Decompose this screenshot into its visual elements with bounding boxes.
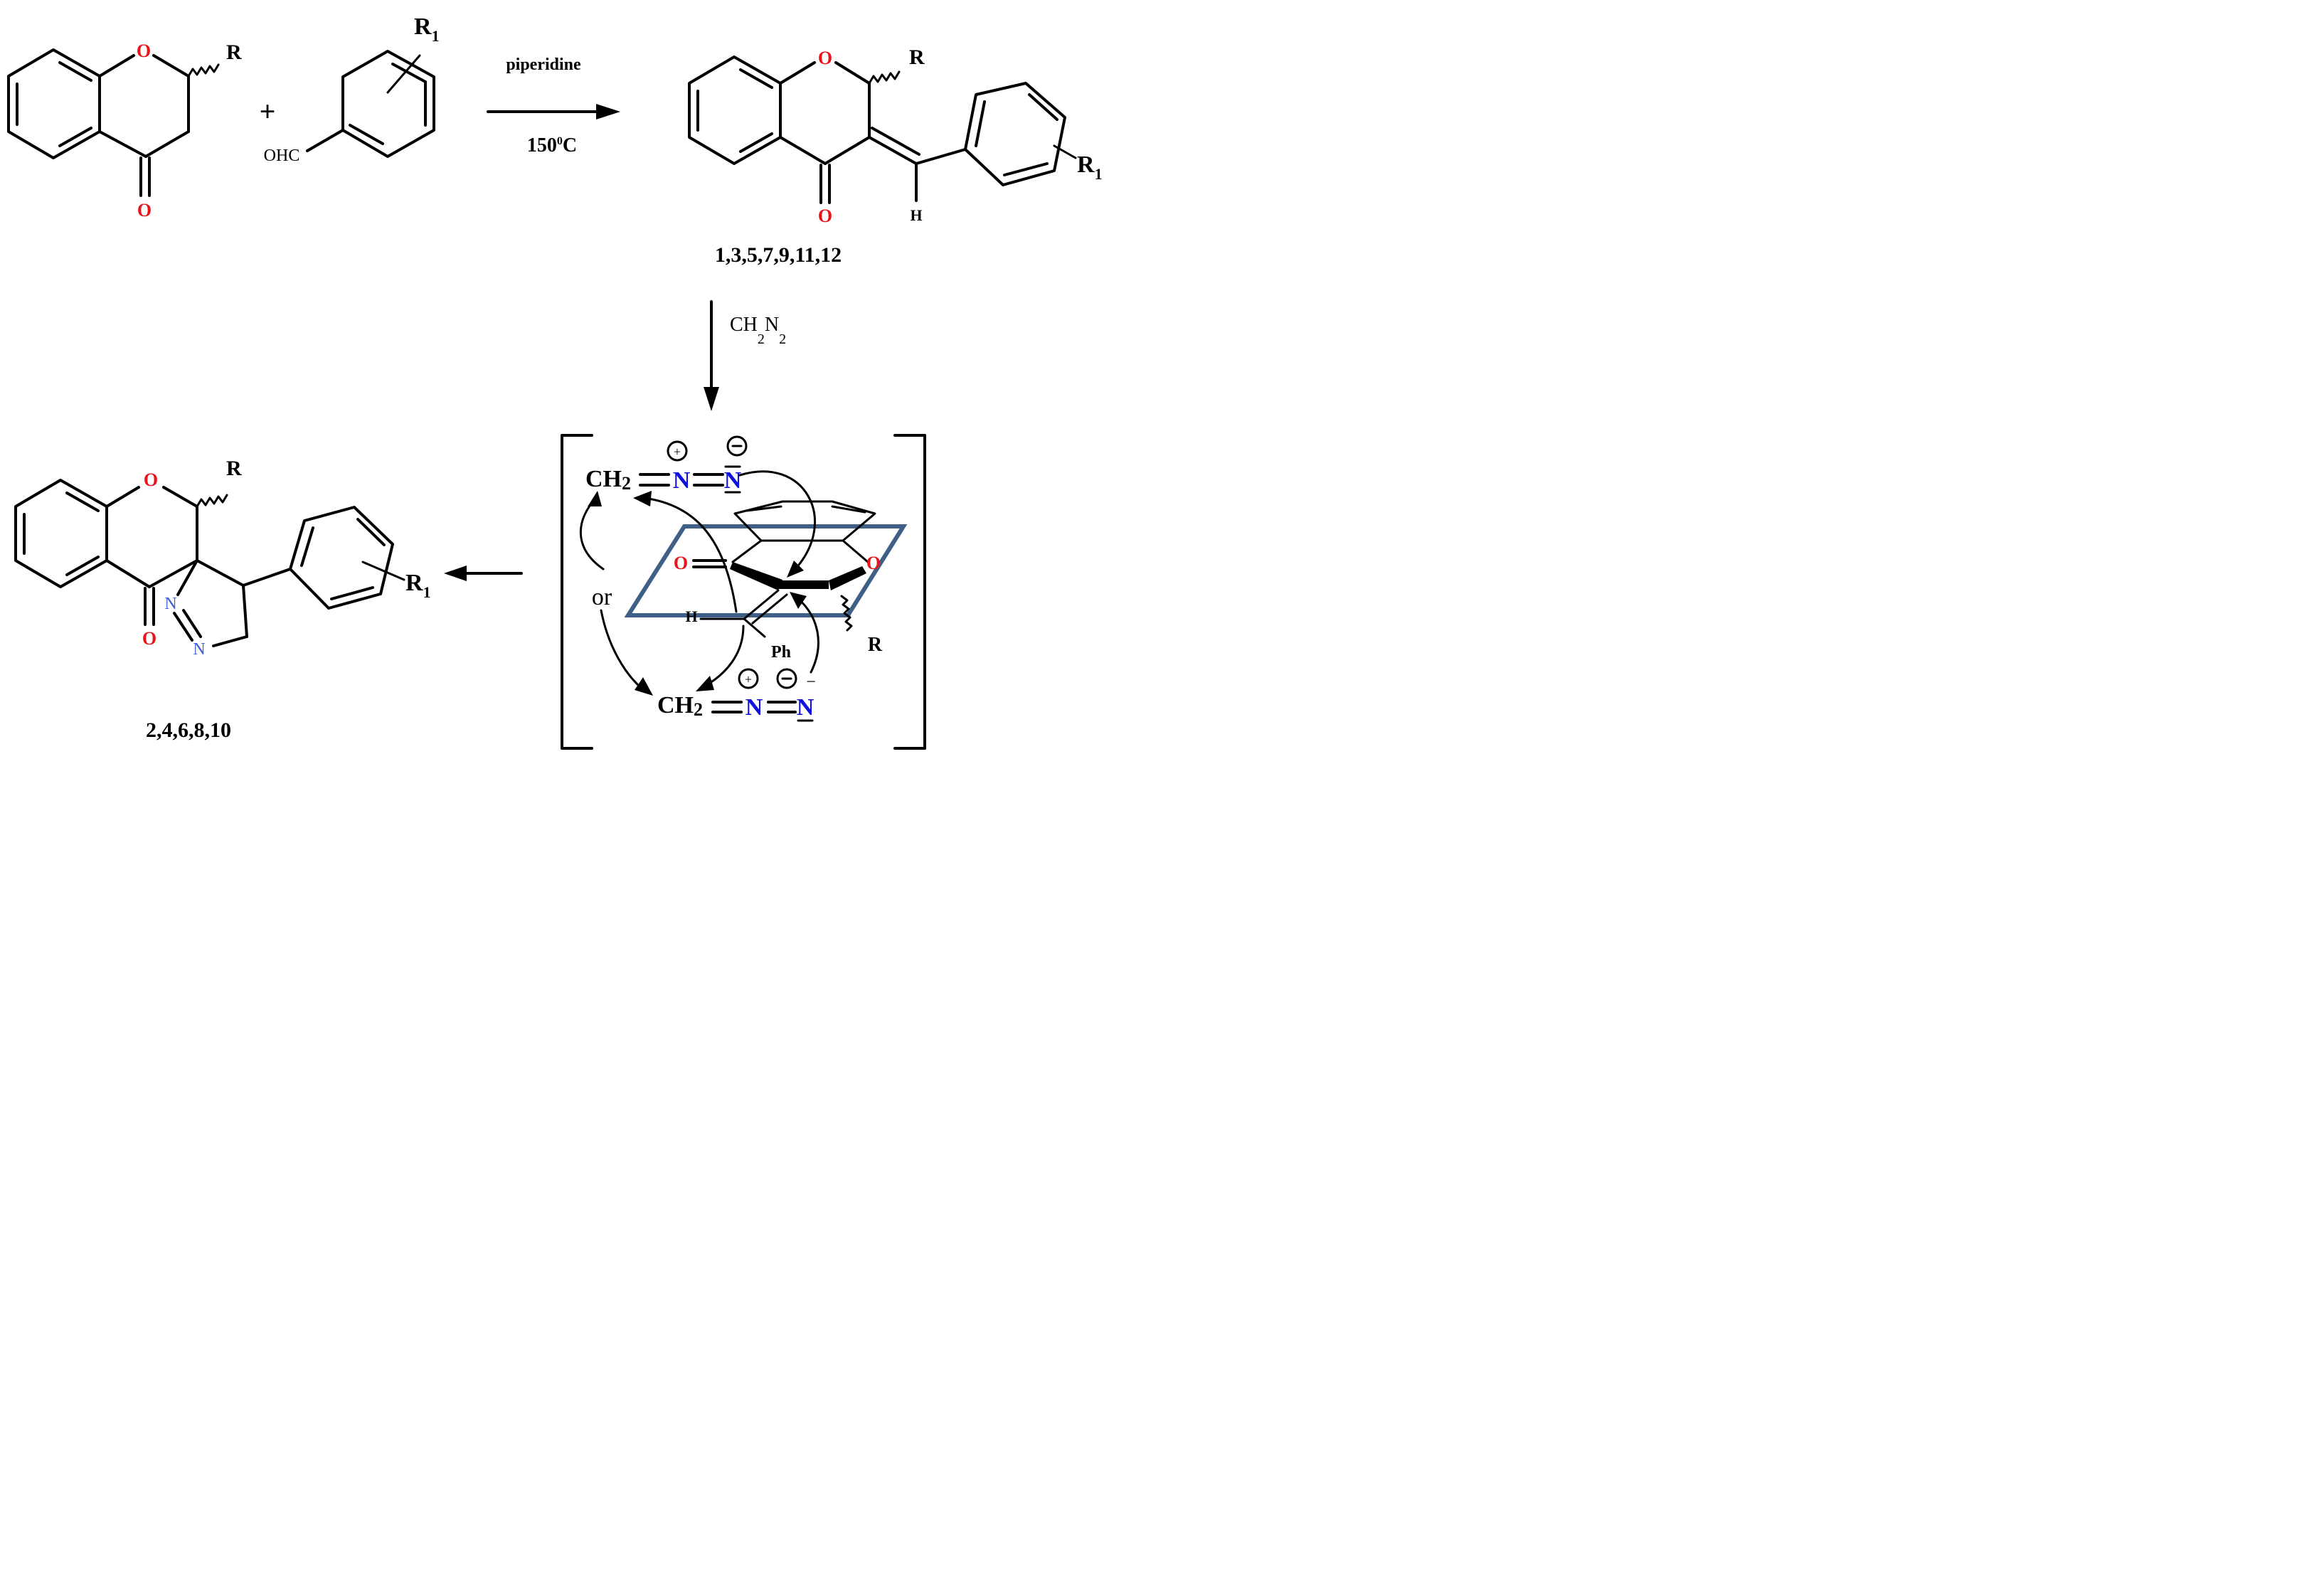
spiro-ring-oxygen: O: [144, 469, 158, 490]
product-r1-substituent: R1: [1077, 152, 1103, 183]
lower-nitrogen-anion: N: [797, 694, 815, 721]
plane-carbonyl-oxygen: O: [674, 553, 688, 573]
spiro-nitrogen-1: N: [164, 595, 176, 613]
upper-diazomethane: [639, 435, 748, 494]
benzaldehyde-structure: [306, 50, 435, 158]
or-label: or: [592, 584, 612, 610]
plane-hydrogen: H: [685, 607, 697, 625]
aldehyde-group-label: OHC: [264, 147, 300, 165]
diazomethane-arrow: [704, 300, 719, 411]
electron-flow-arrows: [579, 470, 819, 696]
chromanone-structure: [7, 48, 220, 197]
plus-sign: +: [260, 95, 276, 127]
reaction-scheme: O O R + OHC R1 piperidine 1500C: [7, 14, 1103, 750]
condensation-arrow: [487, 104, 620, 120]
temperature-label: 1500C: [527, 134, 577, 156]
transition-state-bracket: [561, 434, 926, 750]
lower-plus-charge: +: [745, 672, 752, 686]
plane-phenyl-label: Ph: [771, 643, 791, 662]
spiro-compound-numbers: 2,4,6,8,10: [146, 718, 231, 742]
plane-ring-oxygen: O: [866, 553, 881, 573]
product-arrow: [444, 566, 523, 581]
benzaldehyde-r1-substituent: R1: [414, 14, 440, 45]
benzylidene-chromanone-structure: [688, 55, 1077, 204]
chromanone-carbonyl-oxygen: O: [137, 200, 152, 221]
lower-minus-charge: −: [806, 673, 816, 691]
spiro-r1-substituent: R1: [405, 570, 431, 601]
lower-nitrogen-cation: N: [746, 694, 763, 721]
diazomethane-reagent-label: CH2N2: [730, 314, 786, 347]
upper-ch2-label: CH2: [585, 466, 631, 494]
chromanone-r-substituent: R: [226, 41, 242, 64]
plane-r-substituent: R: [868, 634, 883, 656]
spiro-nitrogen-2: N: [193, 640, 205, 659]
upper-nitrogen-cation: N: [673, 467, 691, 494]
reagent-label: piperidine: [506, 55, 581, 74]
product-compound-numbers: 1,3,5,7,9,11,12: [715, 243, 842, 267]
spiro-r-substituent: R: [226, 457, 242, 480]
spiro-carbonyl-oxygen: O: [142, 628, 156, 649]
chromanone-ring-oxygen: O: [137, 41, 151, 61]
chromanone-in-plane: [692, 500, 876, 638]
product-r-substituent: R: [909, 46, 925, 69]
product-vinyl-hydrogen: H: [910, 206, 922, 224]
upper-nitrogen-anion: N: [724, 467, 742, 494]
product-carbonyl-oxygen: O: [818, 206, 832, 226]
lower-diazomethane: [711, 668, 814, 722]
spiro-pyrazoline-structure: [14, 479, 405, 647]
lower-ch2-label: CH2: [657, 692, 703, 720]
product-ring-oxygen: O: [818, 48, 832, 68]
upper-plus-charge: +: [674, 445, 681, 459]
